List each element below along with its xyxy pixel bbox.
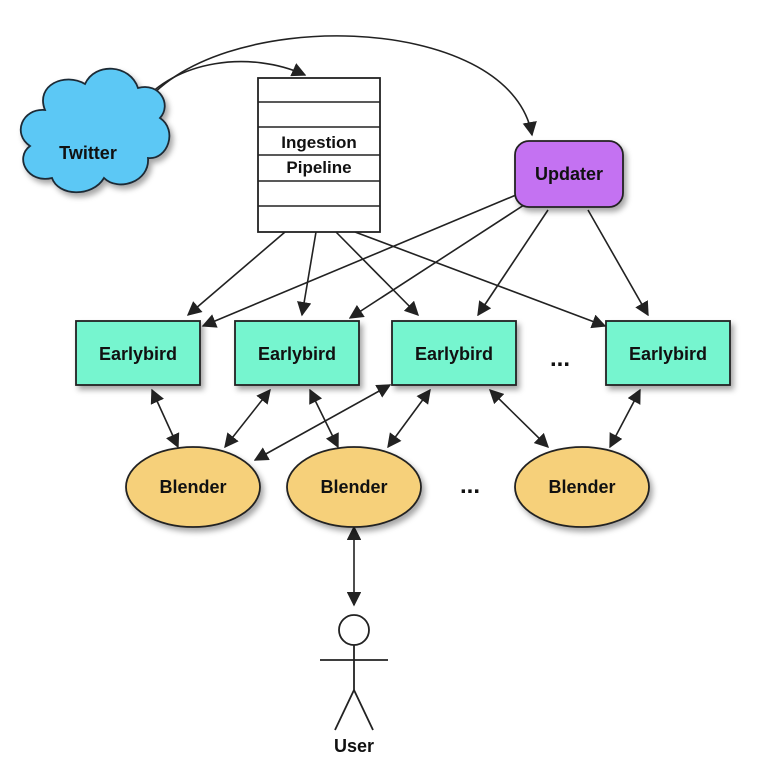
earlybird-row: Earlybird Earlybird Earlybird ... Earlyb… (75, 320, 731, 386)
updater-node: Updater (514, 140, 624, 208)
twitter-cloud (19, 67, 171, 194)
edge-ingestion-to-earlybird-4 (354, 231, 607, 329)
edges (139, 35, 649, 607)
edge-eb1-blender1 (150, 388, 180, 449)
edge-eb2-blender1 (224, 388, 271, 449)
blender-node: Blender (514, 446, 650, 528)
edge-eb3-blender2 (387, 388, 431, 449)
earlybird-node: Earlybird (234, 320, 360, 386)
updater-label: Updater (535, 164, 603, 184)
edge-eb4-blender3 (609, 388, 641, 449)
user-actor: User (320, 614, 388, 756)
earlybird-box (234, 320, 360, 386)
edge-updater-to-earlybird-4 (587, 209, 649, 317)
earlybird-label: Earlybird (99, 344, 177, 364)
blender-ellipse (125, 446, 261, 528)
edge-ingestion-to-earlybird-3 (335, 231, 420, 317)
earlybird-label: Earlybird (258, 344, 336, 364)
earlybird-box (605, 320, 731, 386)
earlybird-label: Earlybird (415, 344, 493, 364)
blender-label: Blender (320, 477, 387, 497)
blender-ellipsis: ... (460, 472, 480, 499)
updater-box (514, 140, 624, 208)
earlybird-label: Earlybird (629, 344, 707, 364)
blender-node: Blender (286, 446, 422, 528)
user-stick-figure-icon (320, 614, 388, 731)
edge-updater-to-earlybird-2 (348, 204, 525, 319)
ingestion-pipeline: Ingestion Pipeline (257, 77, 381, 233)
ingestion-label-line1: Ingestion (281, 133, 357, 152)
edge-ingestion-to-earlybird-1 (186, 231, 286, 316)
earlybird-box (391, 320, 517, 386)
blender-node: Blender (125, 446, 261, 528)
edge-ingestion-to-earlybird-2 (297, 231, 317, 317)
earlybird-node: Earlybird (75, 320, 201, 386)
earlybird-node: Earlybird (605, 320, 731, 386)
edge-twitter-to-updater (139, 35, 537, 137)
blender-row: Blender Blender ... Blender (125, 446, 650, 528)
edge-updater-to-earlybird-3 (477, 209, 549, 317)
blender-label: Blender (548, 477, 615, 497)
earlybird-node: Earlybird (391, 320, 517, 386)
twitter-label: Twitter (59, 143, 117, 163)
edge-eb2-blender2 (309, 388, 339, 449)
ingestion-label-line2: Pipeline (286, 158, 351, 177)
edge-updater-to-earlybird-1 (201, 194, 517, 328)
twitter-cloud-shape (19, 67, 171, 194)
user-label: User (334, 736, 374, 756)
earlybird-box (75, 320, 201, 386)
blender-ellipse (514, 446, 650, 528)
blender-label: Blender (159, 477, 226, 497)
edge-eb3-blender3 (488, 388, 550, 449)
blender-ellipse (286, 446, 422, 528)
earlybird-ellipsis: ... (550, 345, 570, 372)
